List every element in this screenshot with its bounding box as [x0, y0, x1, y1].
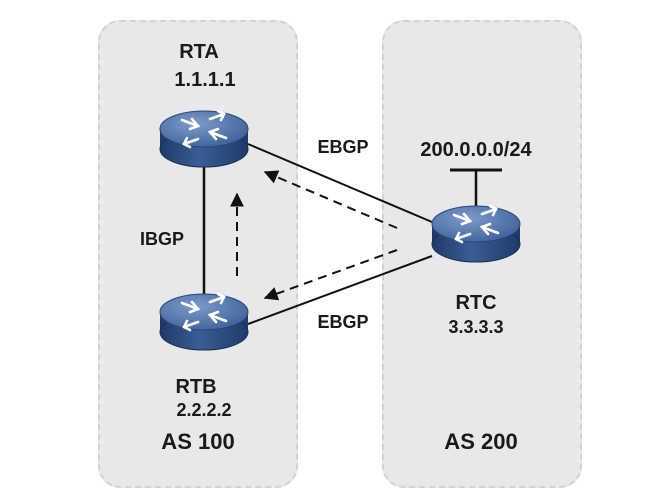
rtc-ip: 3.3.3.3 — [448, 317, 504, 337]
ibgp-label: IBGP — [139, 229, 185, 249]
ebgp-lower-label: EBGP — [317, 312, 369, 332]
prefix-label: 200.0.0.0/24 — [420, 139, 532, 161]
route-advert-arrow-rtc-rtb — [263, 249, 398, 301]
ebgp-upper-label: EBGP — [317, 137, 369, 157]
link-rta-rtc — [247, 143, 433, 223]
rta-ip: 1.1.1.1 — [174, 69, 236, 91]
as100-label: AS 100 — [161, 429, 235, 454]
rtb-ip: 2.2.2.2 — [176, 400, 232, 420]
router-icon-rtc — [430, 204, 522, 264]
router-icon-rta — [158, 109, 250, 169]
rtc-name: RTC — [455, 292, 497, 314]
link-rtb-rtc — [247, 255, 433, 325]
route-advert-arrow-rtc-rta — [263, 170, 398, 229]
rtb-name: RTB — [175, 376, 217, 398]
rta-name: RTA — [179, 41, 219, 63]
as100-zone — [98, 20, 298, 488]
router-icon-rtb — [158, 292, 250, 352]
as200-label: AS 200 — [444, 429, 518, 454]
